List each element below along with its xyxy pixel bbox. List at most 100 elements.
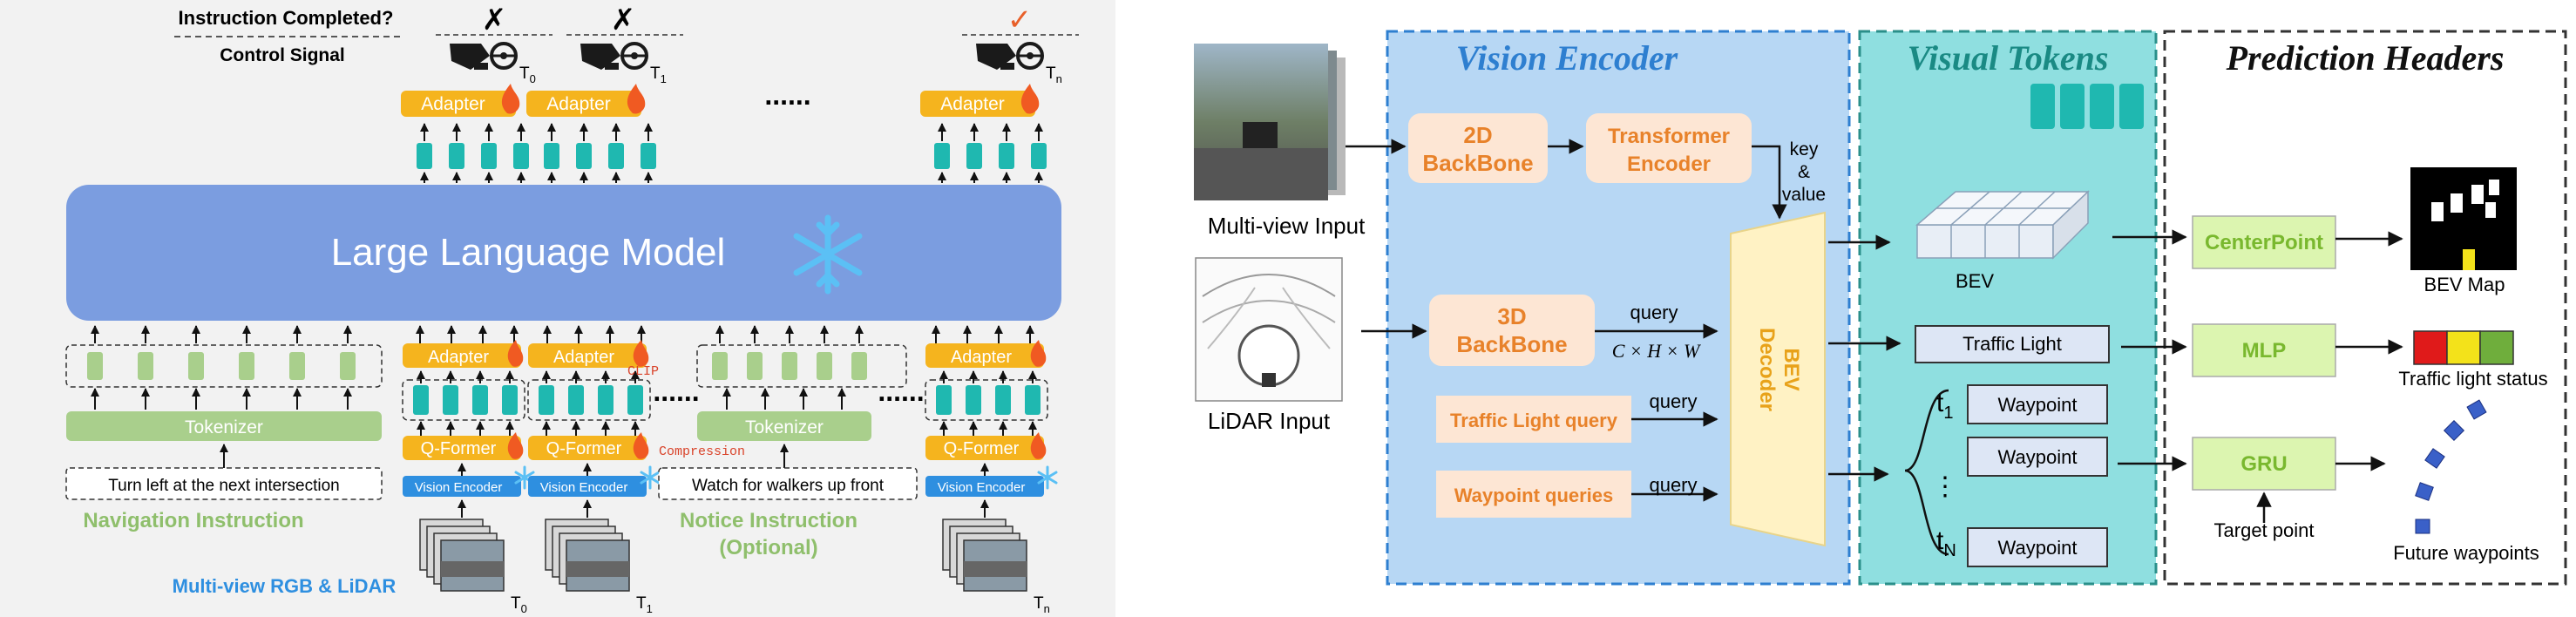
visual-token: [936, 385, 952, 415]
traffic-light-token-label: Traffic Light: [1963, 333, 2062, 355]
success-mark: ✓: [1007, 3, 1033, 37]
time-sub: 1: [647, 602, 653, 615]
arrow: [1752, 145, 1787, 220]
fire-icon: [1030, 432, 1047, 459]
visual-token: [472, 385, 488, 415]
fire-icon: [1030, 340, 1047, 367]
time-sub: n: [1044, 602, 1050, 615]
text-token: [188, 352, 204, 380]
visual-token: [513, 143, 529, 169]
vision-encoder-title: Vision Encoder: [1456, 38, 1678, 78]
pedal-icon: [580, 44, 620, 70]
qformer-label: Q-Former: [421, 439, 497, 458]
visual-token: [413, 385, 429, 415]
visual-tokens-title: Visual Tokens: [1908, 38, 2109, 78]
transformer-label-2: Encoder: [1627, 153, 1711, 176]
adapter-label: Adapter: [553, 348, 614, 367]
snowflake-icon: [640, 471, 661, 485]
visual-token: [544, 143, 559, 169]
t1-label: t1: [1936, 389, 1953, 423]
llm-input-arrows: [91, 325, 1034, 345]
query-label: query: [1649, 474, 1697, 496]
top-adapter-0: Adapter: [401, 84, 520, 117]
llm-label: Large Language Model: [331, 231, 726, 274]
vision-encoder-label: Vision Encoder: [415, 480, 503, 495]
waypoint-queries-box: [1436, 471, 1631, 518]
road-shade: [566, 561, 629, 577]
output-tn: ✓ Tn: [962, 3, 1079, 85]
lidar-image: [1195, 257, 1343, 402]
pedal-icon: [450, 44, 490, 70]
tokenizer-nav: [66, 411, 382, 441]
snowflake-icon: [793, 214, 863, 295]
snowflake-icon: [514, 471, 535, 485]
text-token: [782, 352, 797, 380]
backbone-2d-label-1: 2D: [1463, 122, 1492, 148]
text-token: [747, 352, 763, 380]
adapter-box: [528, 343, 647, 368]
traffic-light-status-bar: [2413, 330, 2514, 365]
visual-token: [966, 385, 981, 415]
centerpoint-head: [2192, 215, 2336, 269]
top-adapter-n: Adapter: [920, 84, 1040, 117]
fire-icon: [507, 432, 524, 459]
fail-mark: ✗: [482, 3, 507, 37]
waypoint-queries-label: Waypoint queries: [1454, 485, 1614, 506]
time-label: T1: [650, 64, 667, 85]
output-t0: ✗ T0: [436, 3, 552, 85]
tokenizer-notice: [697, 411, 871, 441]
fire-icon: [1020, 84, 1040, 114]
qformer-label: Q-Former: [944, 439, 1020, 458]
steering-wheel-icon: [1016, 42, 1044, 70]
fire-icon: [633, 340, 649, 367]
road-shade: [441, 561, 504, 577]
tn-label: tN: [1936, 526, 1956, 560]
fire-icon: [507, 340, 524, 367]
dots-2: ......: [878, 376, 924, 407]
vdots: ⋮: [1932, 472, 1958, 501]
backbone-2d-label-2: BackBone: [1422, 150, 1533, 176]
pedal-icon: [976, 44, 1016, 70]
waypoint-token-box: [1967, 437, 2108, 477]
chw-label: C × H × W: [1612, 340, 1701, 362]
notice-instruction-label: Notice Instruction: [680, 509, 858, 532]
control-signal-label: Control Signal: [220, 45, 345, 65]
bev-decoder-label: BEVDecoder: [1755, 328, 1803, 411]
visual-token: [502, 385, 518, 415]
notice-tokens: [712, 352, 867, 468]
visual-token-group: [925, 379, 1048, 421]
adapter-label: Adapter: [951, 348, 1012, 367]
vision-encoder-label: Vision Encoder: [938, 480, 1026, 495]
centerpoint-label: CenterPoint: [2205, 231, 2323, 254]
query-label: query: [1649, 390, 1697, 412]
clip-label: CLIP: [627, 364, 659, 379]
steering-wheel-icon: [490, 42, 518, 70]
visual-token-group: [527, 379, 651, 421]
visual-token: [449, 143, 464, 169]
waypoint-label: Waypoint: [1998, 537, 2078, 559]
waypoint-label: Waypoint: [1998, 446, 2078, 468]
multiview-label: Multi-view RGB & LiDAR: [173, 575, 397, 597]
snowflake-icon: [1037, 471, 1058, 485]
vision-encoder-label: Vision Encoder: [540, 480, 628, 495]
text-token: [87, 352, 103, 380]
visual-token: [934, 143, 950, 169]
mlp-head: [2192, 323, 2336, 377]
prediction-headers-title: Prediction Headers: [2226, 38, 2505, 78]
nav-instruction-text: Turn left at the next intersection: [108, 477, 339, 495]
qformer-label: Q-Former: [546, 439, 622, 458]
nav-instruction-box: [65, 467, 383, 500]
bev-label: BEV: [1956, 270, 1994, 292]
adapter-label: Adapter: [421, 94, 485, 114]
waypoint-label: Waypoint: [1998, 394, 2078, 416]
notice-optional-label: (Optional): [719, 536, 817, 559]
adapter-label: Adapter: [428, 348, 489, 367]
road-shade: [964, 561, 1027, 577]
adapter-box: [925, 343, 1044, 368]
traffic-light-query-label: Traffic Light query: [1450, 410, 1618, 431]
compression-label: Compression: [659, 444, 745, 459]
qformer-box: [925, 436, 1044, 460]
amp-label: &: [1798, 162, 1810, 182]
adapter-label: Adapter: [940, 94, 1005, 114]
